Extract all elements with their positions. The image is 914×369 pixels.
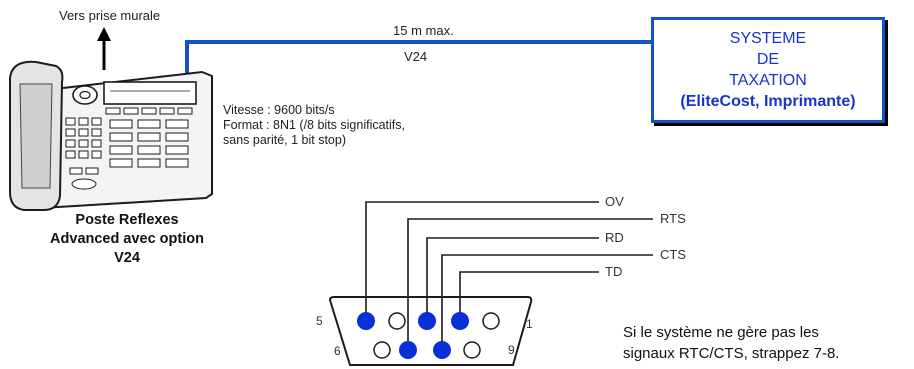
signal-label-rts: RTS (660, 211, 686, 226)
connector-pins (357, 312, 500, 359)
wire-cts (441, 254, 653, 350)
signal-label-cts: CTS (660, 247, 686, 262)
pin-7 (433, 341, 451, 359)
wall-outlet-label: Vers prise murale (59, 8, 161, 23)
signal-wires (365, 201, 653, 350)
pin-9 (373, 341, 391, 359)
db9-connector-icon (328, 296, 533, 366)
specs-format: Format : 8N1 (/8 bits significatifs, (223, 118, 406, 132)
strap-note-line-2: signaux RTC/CTS, strappez 7-8. (623, 345, 840, 362)
pin-label-1: 1 (526, 317, 533, 331)
serial-specs: Vitesse : 9600 bits/s Format : 8N1 (/8 b… (223, 103, 405, 148)
pin-1 (482, 312, 500, 330)
phone-caption-line-2: Advanced avec option (50, 231, 204, 247)
pin-2 (451, 312, 469, 330)
phone-caption-line-1: Poste Reflexes (75, 212, 179, 228)
pin-8 (399, 341, 417, 359)
wire-ov (365, 201, 599, 321)
pin-label-5: 5 (316, 314, 323, 328)
pin-3 (418, 312, 436, 330)
pin-4 (388, 312, 406, 330)
pin-label-9: 9 (508, 343, 515, 357)
system-line-4: (EliteCost, Imprimante) (680, 93, 856, 110)
wire-rd (426, 237, 599, 321)
cable-length-label: 15 m max. (393, 23, 454, 38)
system-box: SYSTEME DE TAXATION (EliteCost, Impriman… (651, 17, 885, 123)
phone-icon (9, 60, 213, 211)
wire-rts (407, 218, 653, 350)
cable-interface-label: V24 (404, 49, 428, 64)
pin-6 (463, 341, 481, 359)
phone-caption: Poste Reflexes Advanced avec option V24 (22, 211, 232, 268)
pin-5 (357, 312, 375, 330)
signal-label-td: TD (605, 264, 623, 279)
strap-note: Si le système ne gère pas les signaux RT… (623, 322, 839, 364)
specs-speed: Vitesse : 9600 bits/s (223, 103, 335, 117)
specs-parity: sans parité, 1 bit stop) (223, 133, 346, 147)
phone-caption-line-3: V24 (114, 250, 140, 266)
system-line-3: TAXATION (729, 72, 807, 89)
strap-note-line-1: Si le système ne gère pas les (623, 324, 819, 341)
signal-label-rd: RD (605, 230, 624, 245)
wire-td (459, 271, 599, 321)
system-line-2: DE (756, 51, 780, 68)
system-line-1: SYSTEME (729, 30, 807, 47)
wall-arrow-icon (97, 27, 111, 70)
pin-label-6: 6 (334, 344, 341, 358)
signal-label-ov: OV (605, 194, 624, 209)
